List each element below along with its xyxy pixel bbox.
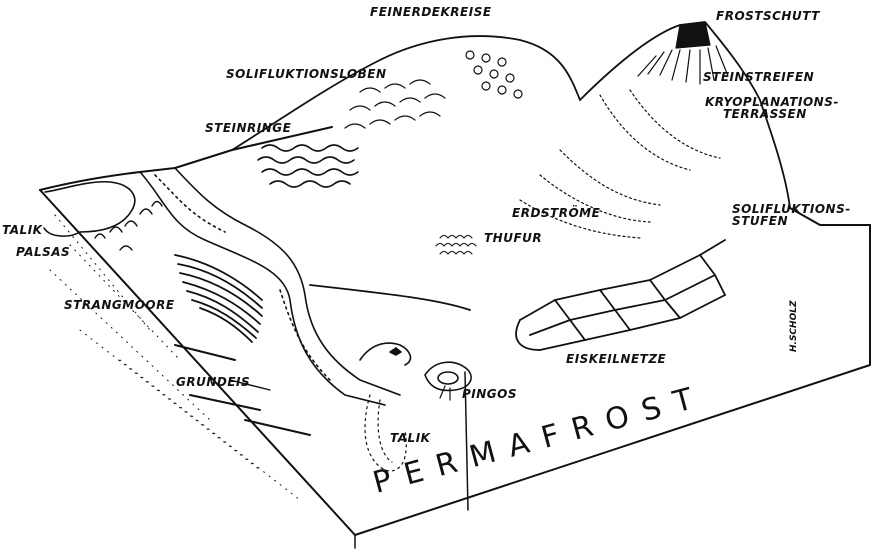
label-talik-top: TALIK — [2, 224, 42, 236]
solifluktion-lobes — [345, 80, 445, 128]
palsa-mounds — [95, 202, 162, 251]
author-signature: H.SCHOLZ — [790, 301, 799, 352]
thufur-hummocks — [436, 236, 476, 255]
label-feinerdekreise: FEINERDEKREISE — [370, 6, 492, 18]
left-face-texture — [50, 215, 300, 500]
label-kryoplanationsterrassen: KRYOPLANATIONS- TERRASSEN — [705, 96, 839, 120]
strangmoore-ridges — [175, 255, 262, 342]
label-eiskeilnetze: EISKEILNETZE — [566, 353, 666, 365]
label-talik-bottom: TALIK — [390, 432, 430, 444]
label-strangmoore: STRANGMOORE — [64, 299, 175, 311]
pingo-mounds — [360, 343, 471, 390]
feinerdekreise-circles — [466, 51, 522, 98]
label-steinringe: STEINRINGE — [205, 122, 291, 134]
label-steinstreifen: STEINSTREIFEN — [703, 71, 814, 83]
river-channel — [140, 168, 400, 405]
label-solifluktionsstufen-line2: STUFEN — [732, 215, 851, 227]
steinringe-net — [258, 145, 358, 187]
grundeis-lenses — [175, 345, 310, 435]
label-palsas: PALSAS — [16, 246, 70, 258]
label-solifluktionsloben: SOLIFLUKTIONSLOBEN — [226, 68, 387, 80]
hill-outline — [232, 22, 790, 310]
label-pingos: PINGOS — [462, 388, 517, 400]
label-grundeis: GRUNDEIS — [176, 376, 250, 388]
block-faces — [40, 127, 870, 548]
eiskeilnetze-polygons — [516, 240, 725, 350]
label-frostschutt: FROSTSCHUTT — [716, 10, 820, 22]
arrows — [440, 386, 450, 400]
label-erdstroeme: ERDSTRÖME — [512, 207, 600, 219]
label-kryoplanationsterrassen-line2: TERRASSEN — [705, 108, 839, 120]
label-solifluktionsstufen: SOLIFLUKTIONS- STUFEN — [732, 203, 851, 227]
label-thufur: THUFUR — [484, 232, 542, 244]
